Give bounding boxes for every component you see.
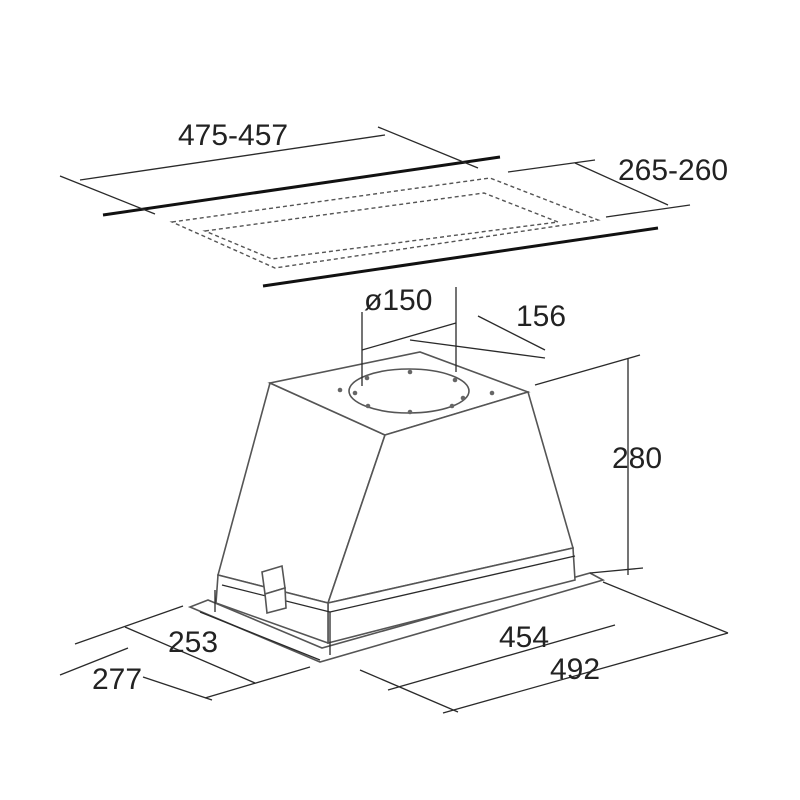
- cutout-dashed-outer: [169, 177, 601, 269]
- dim-277-ext-top: [59, 647, 129, 676]
- outlet-screw-holes: [337, 369, 495, 415]
- label-outlet-diameter: ø150: [364, 284, 432, 317]
- dim-cutout-width: [59, 126, 479, 215]
- dim-cutout-depth-line: [574, 162, 669, 206]
- label-body-width: 454: [499, 621, 549, 654]
- dim-width-ext-left: [359, 669, 459, 713]
- label-body-depth: 253: [168, 626, 218, 659]
- dim-outlet-diameter-line: [361, 322, 457, 351]
- dim-cutout-depth-ext-bottom: [605, 204, 691, 218]
- dim-cutout-width-ext-right: [377, 126, 479, 169]
- dim-277-line: [142, 676, 213, 701]
- dim-height-ext-bottom: [589, 567, 644, 574]
- dim-492-line: [442, 632, 729, 714]
- mounting-clip: [261, 564, 287, 615]
- dim-outlet-offset-ext: [477, 315, 546, 351]
- clip-bottom: [264, 586, 287, 615]
- dim-width-ext-right: [602, 581, 729, 634]
- dim-253-line: [124, 626, 256, 684]
- flange-edge-left: [199, 611, 321, 661]
- dim-width: [359, 581, 729, 714]
- dim-height-ext-top: [534, 354, 641, 386]
- cutout-outline: [102, 155, 659, 288]
- label-flange-depth: 277: [92, 663, 142, 696]
- label-outlet-offset: 156: [516, 300, 566, 333]
- band-line: [329, 555, 576, 613]
- hood-body: [187, 351, 606, 663]
- dim-height: [534, 354, 644, 575]
- dim-outlet-offset: [409, 315, 546, 359]
- dim-depth-ext-bottom: [204, 666, 311, 699]
- dim-cutout-depth-ext-top: [507, 159, 596, 173]
- dim-cutout-width-ext-left: [59, 175, 156, 215]
- cutout-front-edge: [262, 226, 659, 288]
- dim-454-line: [387, 624, 616, 691]
- cutout-rear-edge: [102, 155, 501, 217]
- dim-cutout-width-line: [79, 134, 386, 181]
- label-cutout-depth: 265-260: [618, 154, 728, 187]
- dim-253-ext-top: [74, 605, 184, 645]
- label-cutout-width: 475-457: [178, 119, 288, 152]
- dim-outlet-diameter: [361, 287, 457, 386]
- dim-outlet-offset-line: [409, 339, 546, 359]
- label-height: 280: [612, 442, 662, 475]
- dim-depth: [59, 605, 311, 701]
- dim-cutout-depth: [507, 159, 691, 218]
- label-flange-width: 492: [550, 653, 600, 686]
- cutout-dashed-inner: [202, 192, 559, 260]
